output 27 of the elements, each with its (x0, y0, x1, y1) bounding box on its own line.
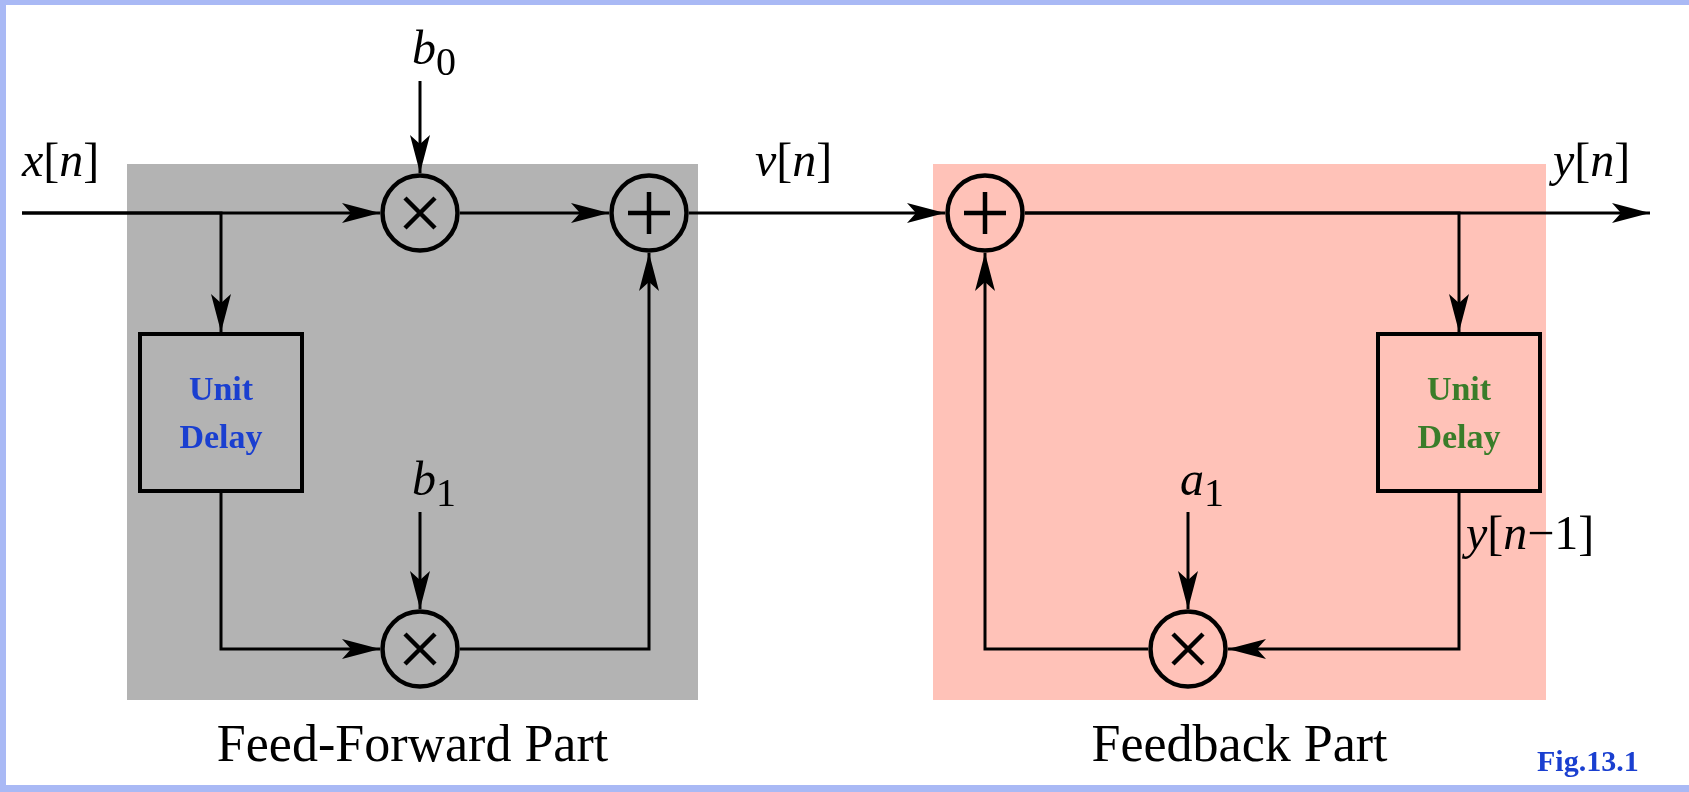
coefficient-label: b$_{1}$ (404, 449, 494, 512)
arrow (975, 253, 1148, 651)
arrow (689, 203, 945, 223)
multiplier-symbol (380, 173, 460, 253)
arrow (1228, 493, 1461, 659)
block-label: Unit Delay (178, 368, 264, 457)
delay-block (138, 332, 304, 493)
delay-block (1376, 332, 1542, 493)
block-label: Unit Delay (1416, 368, 1502, 457)
arrow (410, 512, 430, 609)
figure-caption: Fig.13.1 (1537, 744, 1639, 778)
arrow (410, 81, 430, 173)
arrow (460, 253, 659, 651)
multiplier-symbol (380, 609, 460, 689)
adder-symbol (945, 173, 1025, 253)
arrow (460, 203, 609, 223)
arrow (22, 211, 231, 332)
adder-symbol (609, 173, 689, 253)
signal-label: v[n] (755, 132, 833, 188)
arrow (219, 493, 380, 659)
panel-title: Feed-Forward Part (215, 714, 610, 774)
signal-label: x[n] (22, 132, 100, 188)
arrow (1025, 211, 1469, 332)
arrow (1178, 512, 1198, 609)
multiplier-symbol (1148, 609, 1228, 689)
coefficient-label: b$_{0}$ (404, 18, 494, 81)
coefficient-label: a$_{1}$ (1172, 449, 1262, 512)
